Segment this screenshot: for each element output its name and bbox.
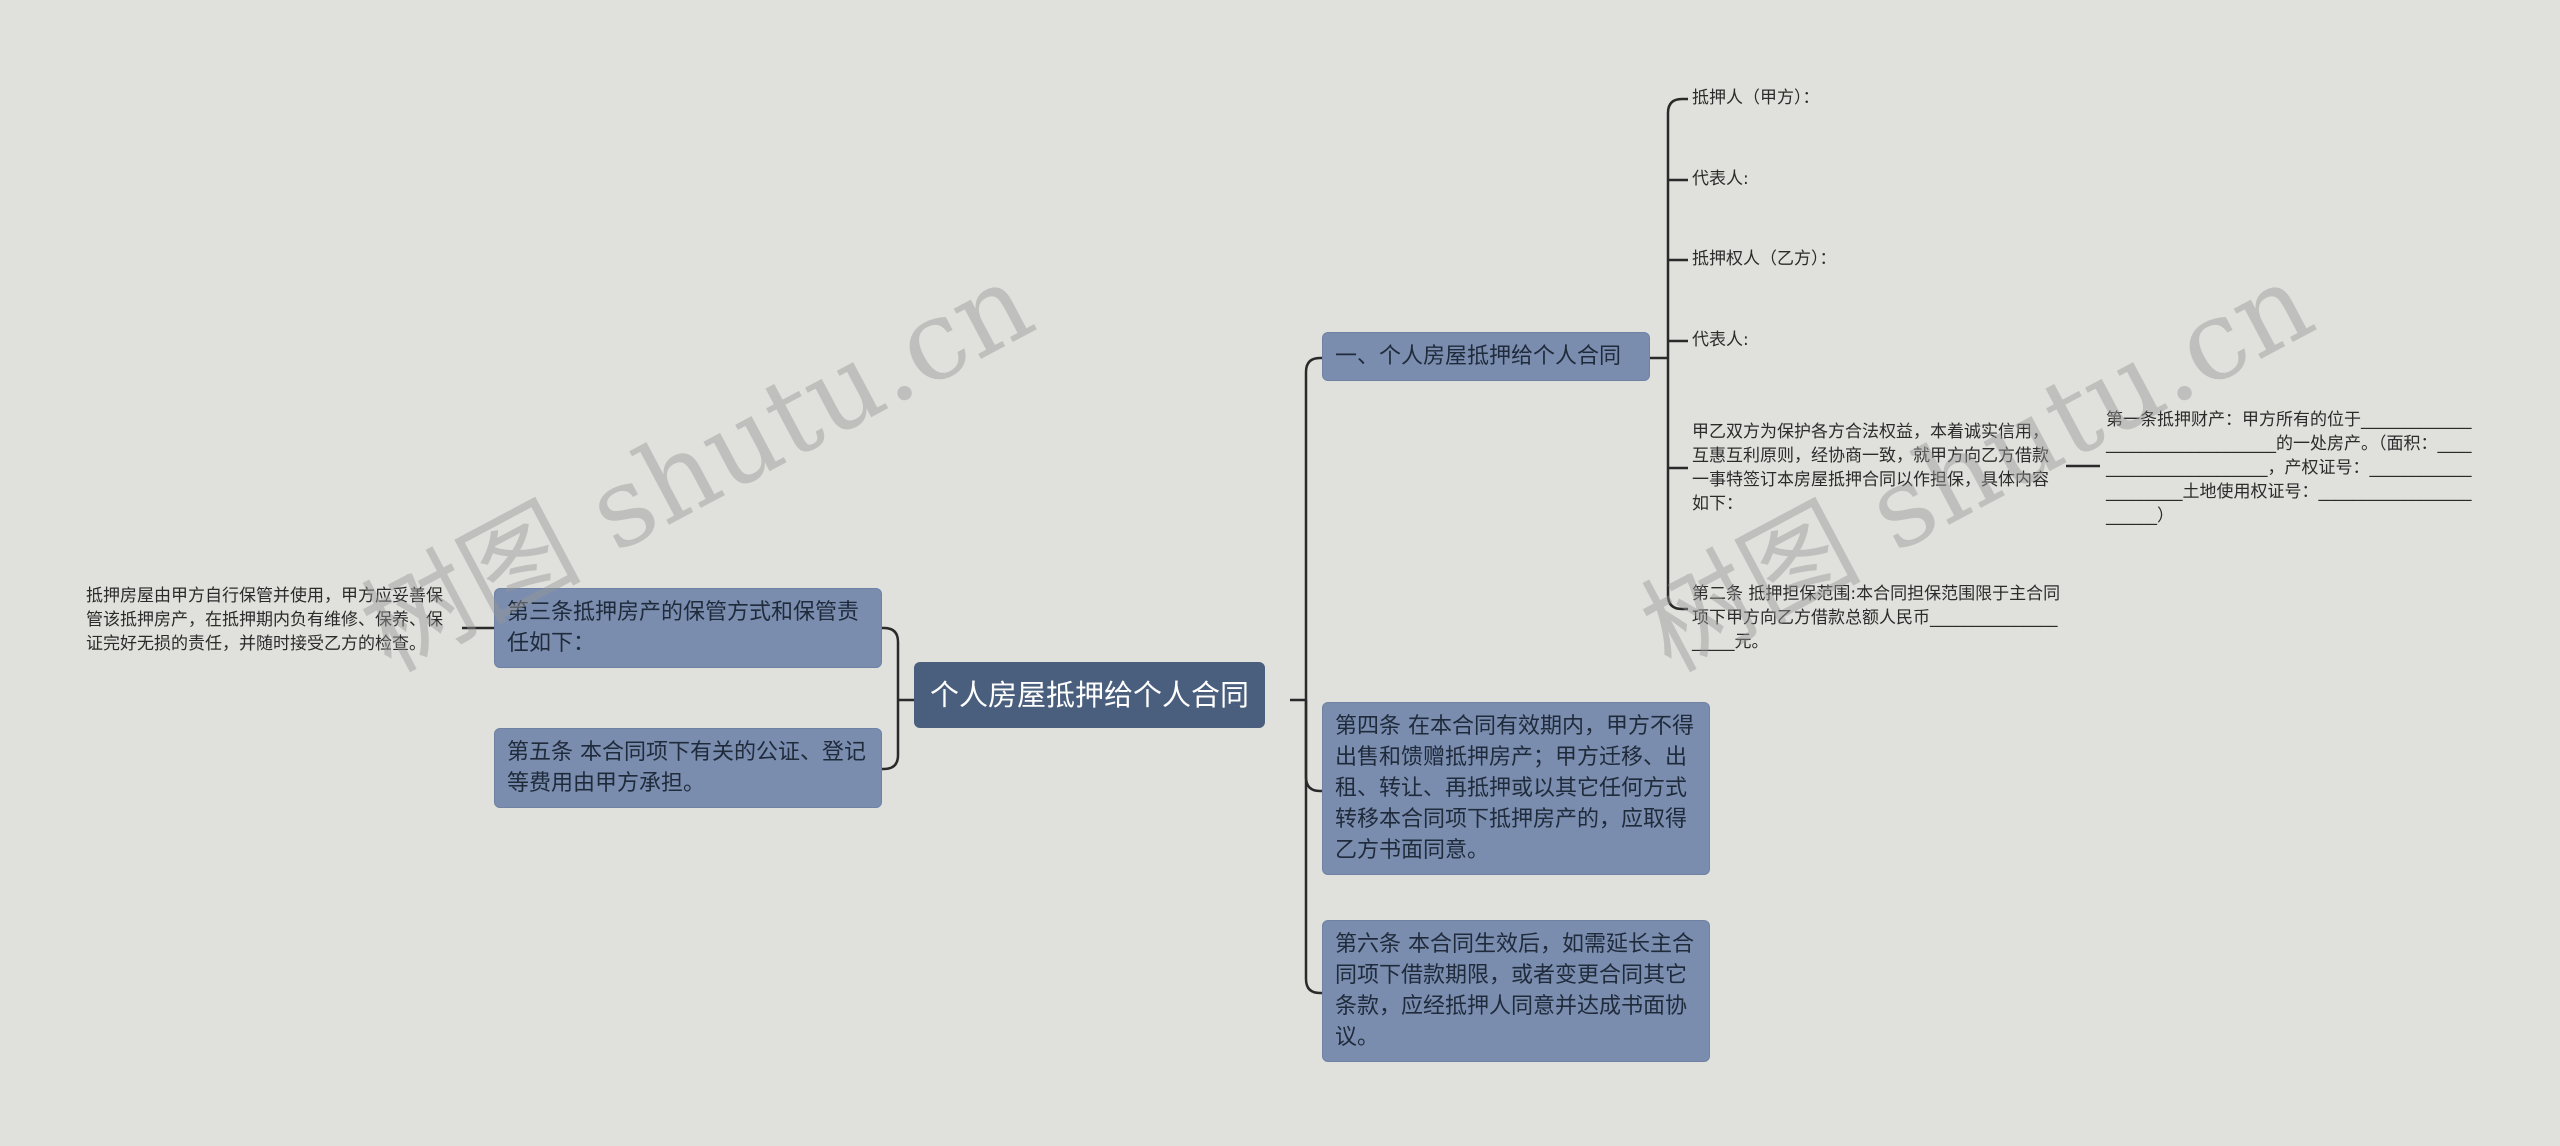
leaf-text: 甲乙双方为保护各方合法权益，本着诚实信用，互惠互利原则，经协商一致，就甲方向乙方… bbox=[1692, 422, 2049, 514]
link-root-article5 bbox=[882, 700, 900, 771]
branch-article3[interactable]: 第三条抵押房产的保管方式和保管责任如下： bbox=[494, 588, 882, 668]
link-leaf-5 bbox=[1666, 358, 1688, 611]
leaf-text: 第二条 抵押担保范围:本合同担保范围限于主合同项下甲方向乙方借款总额人民币___… bbox=[1692, 584, 2061, 652]
link-root-article4 bbox=[1304, 700, 1322, 793]
leaf-sub-text: 第一条抵押财产：甲方所有的位于_________________________… bbox=[2106, 410, 2472, 526]
leaf-article3-detail-text: 抵押房屋由甲方自行保管并使用，甲方应妥善保管该抵押房产，在抵押期内负有维修、保养… bbox=[86, 586, 443, 654]
link-root-article3 bbox=[882, 626, 900, 700]
branch-article4[interactable]: 第四条 在本合同有效期内，甲方不得出售和馈赠抵押房产；甲方迁移、出租、转让、再抵… bbox=[1322, 702, 1710, 875]
branch-article6-label: 第六条 本合同生效后，如需延长主合同项下借款期限，或者变更合同其它条款，应经抵押… bbox=[1335, 932, 1694, 1050]
leaf-section1-0[interactable]: 抵押人（甲方）： bbox=[1692, 86, 2062, 110]
leaf-text: 抵押权人（乙方）： bbox=[1692, 249, 1837, 269]
link-root-article6 bbox=[1304, 700, 1322, 995]
branch-article5[interactable]: 第五条 本合同项下有关的公证、登记等费用由甲方承担。 bbox=[494, 728, 882, 808]
branch-article5-label: 第五条 本合同项下有关的公证、登记等费用由甲方承担。 bbox=[507, 740, 866, 796]
branch-section1-label: 一、个人房屋抵押给个人合同 bbox=[1335, 344, 1622, 369]
leaf-section1-5[interactable]: 第二条 抵押担保范围:本合同担保范围限于主合同项下甲方向乙方借款总额人民币___… bbox=[1692, 582, 2062, 654]
root-label: 个人房屋抵押给个人合同 bbox=[930, 678, 1250, 712]
leaf-text: 代表人: bbox=[1692, 169, 1749, 189]
link-root-section1 bbox=[1304, 356, 1322, 700]
branch-article4-label: 第四条 在本合同有效期内，甲方不得出售和馈赠抵押房产；甲方迁移、出租、转让、再抵… bbox=[1335, 714, 1694, 863]
branch-section1[interactable]: 一、个人房屋抵押给个人合同 bbox=[1322, 332, 1650, 381]
leaf-text: 抵押人（甲方）： bbox=[1692, 88, 1820, 108]
leaf-section1-3[interactable]: 代表人: bbox=[1692, 328, 2062, 352]
leaf-section1-4[interactable]: 甲乙双方为保护各方合法权益，本着诚实信用，互惠互利原则，经协商一致，就甲方向乙方… bbox=[1692, 420, 2062, 516]
leaf-text: 代表人: bbox=[1692, 330, 1749, 350]
root-node[interactable]: 个人房屋抵押给个人合同 bbox=[914, 662, 1266, 728]
leaf-section1-2[interactable]: 抵押权人（乙方）： bbox=[1692, 247, 2062, 271]
leaf-section1-sub[interactable]: 第一条抵押财产：甲方所有的位于_________________________… bbox=[2106, 408, 2476, 528]
leaf-article3-detail[interactable]: 抵押房屋由甲方自行保管并使用，甲方应妥善保管该抵押房产，在抵押期内负有维修、保养… bbox=[86, 584, 458, 656]
branch-article3-label: 第三条抵押房产的保管方式和保管责任如下： bbox=[507, 600, 860, 656]
branch-article6[interactable]: 第六条 本合同生效后，如需延长主合同项下借款期限，或者变更合同其它条款，应经抵押… bbox=[1322, 920, 1710, 1062]
link-leaf-0 bbox=[1666, 97, 1688, 358]
leaf-section1-1[interactable]: 代表人: bbox=[1692, 167, 2062, 191]
